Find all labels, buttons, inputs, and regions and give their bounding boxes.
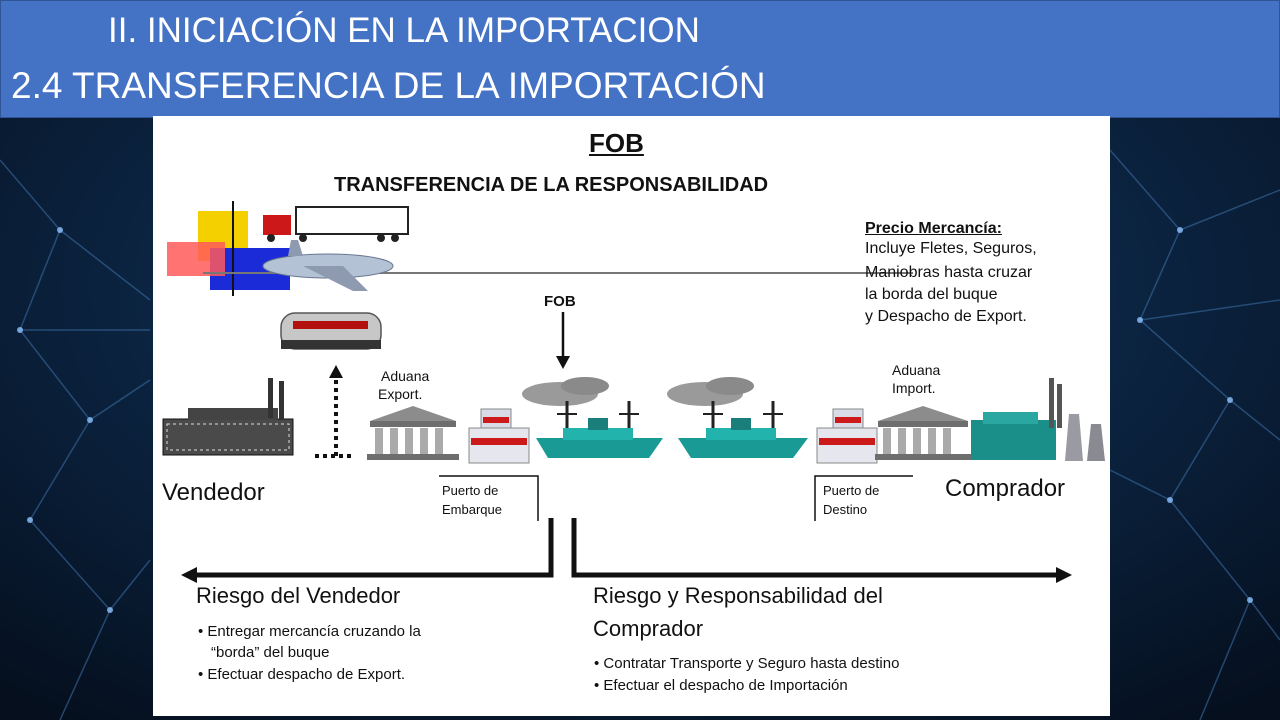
seller-risk-arrow <box>193 518 554 578</box>
port-origin-label: Puerto de <box>442 483 499 498</box>
customs-import-icon <box>875 406 971 460</box>
buyer-risk-arrow <box>571 518 1058 578</box>
slide-header: II. INICIACIÓN EN LA IMPORTACION 2.4 TRA… <box>0 0 1280 118</box>
diagram-title: FOB <box>589 128 644 158</box>
buyer-risk-heading: Comprador <box>593 616 704 641</box>
slide-subtitle: 2.4 TRANSFERENCIA DE LA IMPORTACIÓN <box>11 65 766 106</box>
ship-origin-icon <box>522 377 663 458</box>
buyer-risk-bullet: • Contratar Transporte y Seguro hasta de… <box>594 655 900 672</box>
port-origin-label: Embarque <box>442 502 502 517</box>
port-destination-label: Destino <box>823 502 868 517</box>
customs-export-label: Export. <box>378 386 423 402</box>
port-destination-label: Puerto de <box>823 483 880 498</box>
ship-destination-icon <box>667 377 808 458</box>
customs-import-label: Aduana <box>892 362 941 378</box>
price-line: la borda del buque <box>865 286 998 303</box>
transport-icon <box>167 201 913 458</box>
customs-import-label: Import. <box>892 380 936 396</box>
seller-risk-bullet: • Efectuar despacho de Export. <box>198 666 406 683</box>
price-line: Maniobras hasta cruzar <box>865 264 1033 281</box>
factory-icon <box>162 378 294 456</box>
buyer-label: Comprador <box>945 475 1066 502</box>
customs-export-label: Aduana <box>381 368 430 384</box>
seller-risk-bullet: • Entregar mercancía cruzando la <box>198 623 421 640</box>
buyer-risk-heading: Riesgo y Responsabilidad del <box>593 583 883 608</box>
seller-risk-heading: Riesgo del Vendedor <box>196 583 401 608</box>
port-destination-bracket <box>814 475 913 521</box>
diagram-subtitle: TRANSFERENCIA DE LA RESPONSABILIDAD <box>334 174 769 196</box>
crates-destination-icon <box>816 408 878 464</box>
crates-origin-icon <box>468 408 530 464</box>
seller-risk-bullet: “borda” del buque <box>211 644 330 661</box>
price-line: y Despacho de Export. <box>865 308 1027 325</box>
fob-diagram: FOB TRANSFERENCIA DE LA RESPONSABILIDAD … <box>153 116 1110 716</box>
port-origin-bracket <box>439 475 539 521</box>
slide-title: II. INICIACIÓN EN LA IMPORTACION <box>108 11 700 50</box>
price-heading: Precio Mercancía: <box>865 220 1002 237</box>
customs-export-icon <box>367 406 459 460</box>
fob-marker-label: FOB <box>544 293 576 310</box>
buyer-plant-icon <box>971 378 1105 461</box>
buyer-risk-bullet: • Efectuar el despacho de Importación <box>594 677 848 694</box>
seller-label: Vendedor <box>162 479 265 506</box>
price-line: Incluye Fletes, Seguros, <box>865 240 1037 257</box>
